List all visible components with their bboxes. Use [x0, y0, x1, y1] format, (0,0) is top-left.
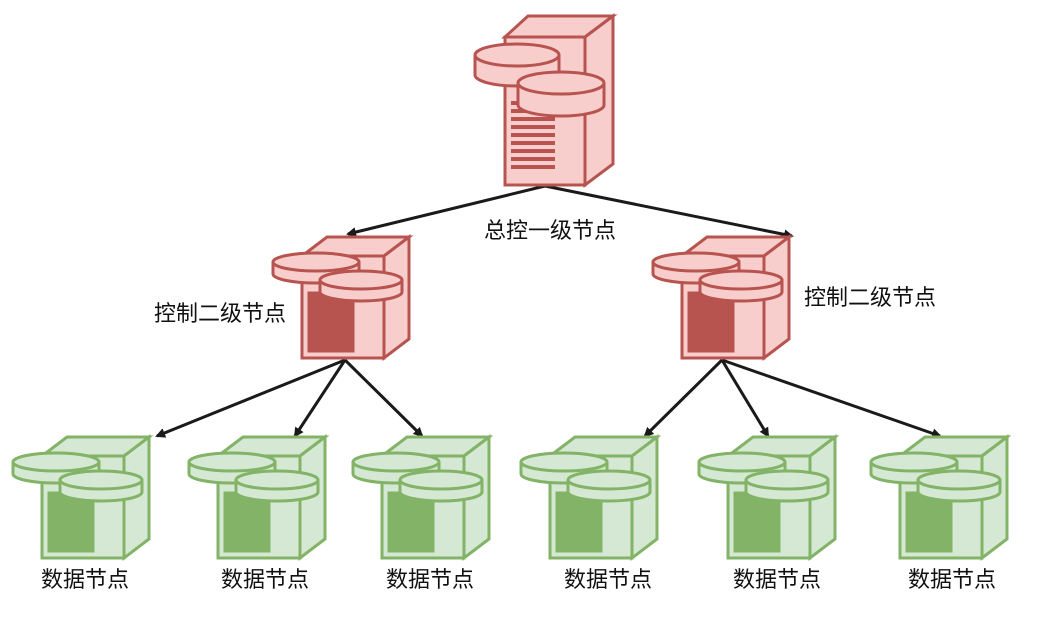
data-3-server-icon [351, 433, 494, 562]
edge-control-left-to-data-2 [293, 359, 347, 438]
data-2-server-icon [187, 433, 330, 562]
data-1-server-icon [11, 433, 154, 562]
root-node-label: 总控一级节点 [484, 219, 616, 244]
data-node-1-label: 数据节点 [41, 568, 129, 593]
edge-control-right-to-data-5 [720, 359, 770, 438]
data-4-server-icon [519, 433, 662, 562]
edge-root-to-control-left [346, 184, 546, 237]
data-node-6-label: 数据节点 [908, 568, 996, 593]
edge-control-left-to-data-1 [155, 358, 346, 438]
edge-control-right-to-data-4 [643, 358, 724, 438]
edge-control-left-to-data-3 [343, 358, 424, 438]
control-left-server-icon [271, 233, 414, 362]
edge-root-to-control-right [544, 184, 794, 240]
data-node-4-label: 数据节点 [564, 568, 652, 593]
control-left-node-label: 控制二级节点 [154, 302, 286, 327]
data-5-server-icon [697, 433, 840, 562]
data-6-server-icon [869, 433, 1012, 562]
control-right-server-icon [651, 233, 794, 362]
control-right-node-label: 控制二级节点 [804, 286, 936, 311]
root-server-icon [473, 13, 618, 188]
data-node-2-label: 数据节点 [221, 568, 309, 593]
edge-control-right-to-data-6 [721, 358, 942, 439]
edges-layer [155, 184, 942, 439]
data-node-3-label: 数据节点 [386, 568, 474, 593]
nodes-layer [11, 13, 1012, 562]
data-node-5-label: 数据节点 [733, 568, 821, 593]
